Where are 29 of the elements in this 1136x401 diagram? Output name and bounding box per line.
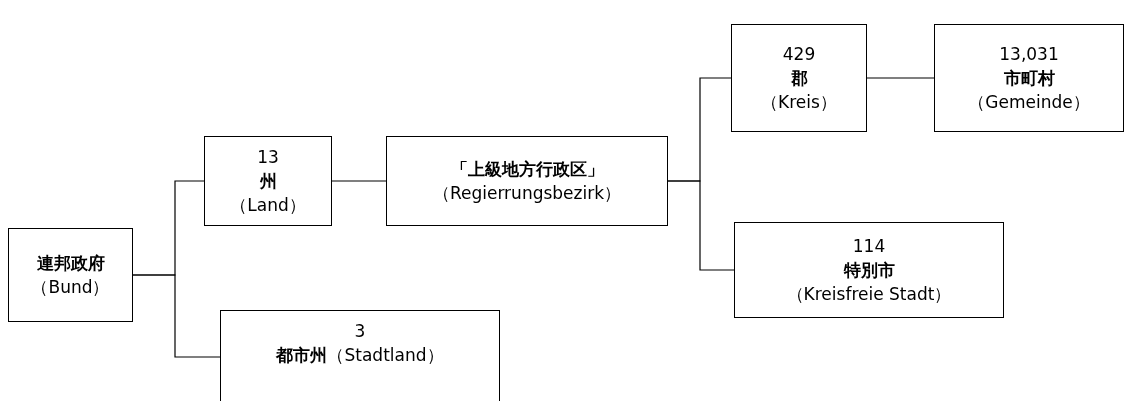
box-text: （Gemeinde）	[968, 91, 1090, 114]
box-text: 3	[354, 320, 366, 343]
org-box	[386, 136, 668, 226]
box-text: 429	[782, 43, 816, 66]
box-text: 「上級地方行政区」	[450, 158, 604, 181]
box-text: （Bund）	[31, 276, 110, 299]
connector-line	[866, 77, 935, 79]
org-box	[934, 24, 1124, 132]
box-text: 特別市	[843, 259, 895, 282]
org-box	[731, 24, 867, 132]
box-text: 13,031	[999, 43, 1059, 66]
box-text: 13	[257, 146, 279, 169]
org-box	[204, 136, 332, 226]
box-text: 州	[259, 170, 277, 193]
org-box	[220, 310, 500, 401]
box-text: 連邦政府	[36, 252, 105, 275]
box-text: （Kreis）	[761, 91, 837, 114]
box-text: （Kreisfreie Stadt）	[786, 283, 952, 306]
box-text: （Regierrungsbezirk）	[432, 182, 622, 205]
box-text: 114	[852, 235, 886, 258]
org-box	[8, 228, 133, 322]
box-text: 市町村	[1003, 67, 1055, 90]
box-text: （Land）	[230, 194, 306, 217]
org-box	[734, 222, 1004, 318]
connector-line	[667, 180, 735, 271]
box-text: 郡	[790, 67, 808, 90]
connector-line	[132, 274, 221, 358]
connector-line	[331, 180, 387, 182]
box-text: 都市州（Stadtland）	[276, 344, 444, 367]
